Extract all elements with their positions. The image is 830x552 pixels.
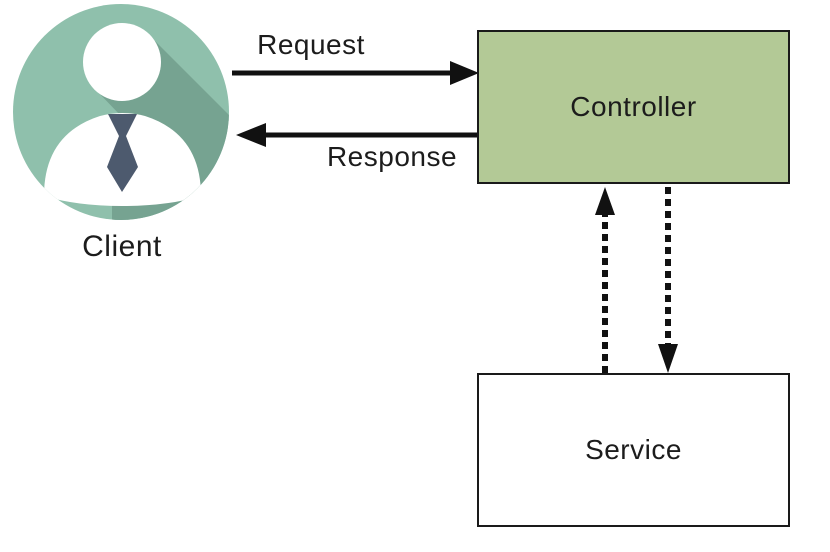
- service-node-label: Service: [585, 434, 682, 465]
- controller-to-service-arrow: [658, 187, 678, 373]
- service-to-controller-arrow: [595, 187, 615, 373]
- client-head: [83, 23, 161, 101]
- response-arrow: [236, 123, 477, 147]
- controller-node-label: Controller: [570, 91, 697, 122]
- response-edge-label: Response: [326, 141, 458, 172]
- client-tie: [107, 114, 138, 192]
- controller-node: Controller: [477, 30, 790, 184]
- request-arrow: [232, 61, 479, 85]
- client-avatar-icon: [13, 4, 229, 220]
- service-node: Service: [477, 373, 790, 527]
- request-edge-label: Request: [257, 29, 365, 60]
- client-node-label: Client: [82, 230, 162, 263]
